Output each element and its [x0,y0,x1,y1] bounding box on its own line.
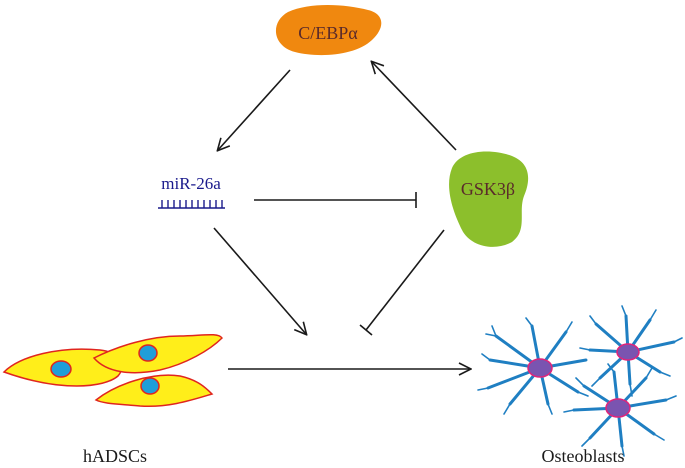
osteoblast-nucleus-2 [616,343,640,361]
stem-cell-nucleus-2 [138,344,158,362]
osteoblast-3 [563,363,677,457]
connections [213,62,470,369]
gsk3b-label: GSK3β [461,179,515,199]
arrow-mir26a-to-differentiation [213,227,306,334]
osteoblast-1 [477,317,589,415]
hadscs-cells [2,333,223,408]
cebpa-blob [275,5,382,56]
cebpa-label: C/EBPα [298,23,358,43]
cebpa-node: C/EBPα [275,5,382,56]
inhibit-gsk3b-to-differentiation [365,229,445,331]
osteoblast-nucleus-3 [605,398,631,418]
gsk3b-blob [449,151,529,247]
stem-cell-nucleus-1 [50,360,72,378]
inhibit-gsk3b-to-differentiation-bar [359,324,373,336]
mirna-strand-icon [158,200,225,209]
osteoblast-nucleus-1 [527,358,553,378]
mir26a-label: miR-26a [161,174,221,193]
arrow-cebpa-to-mir26a [218,69,291,150]
mir26a-node: miR-26a [158,174,225,209]
osteoblast-cells [477,305,683,457]
osteoblast-2 [579,305,683,397]
stem-cell-2 [92,333,223,374]
osteoblasts-label: Osteoblasts [542,446,625,466]
gsk3b-node: GSK3β [449,151,529,247]
stem-cell-nucleus-3 [140,377,160,395]
hadscs-label: hADSCs [83,446,147,466]
arrow-gsk3b-to-cebpa [372,62,457,151]
